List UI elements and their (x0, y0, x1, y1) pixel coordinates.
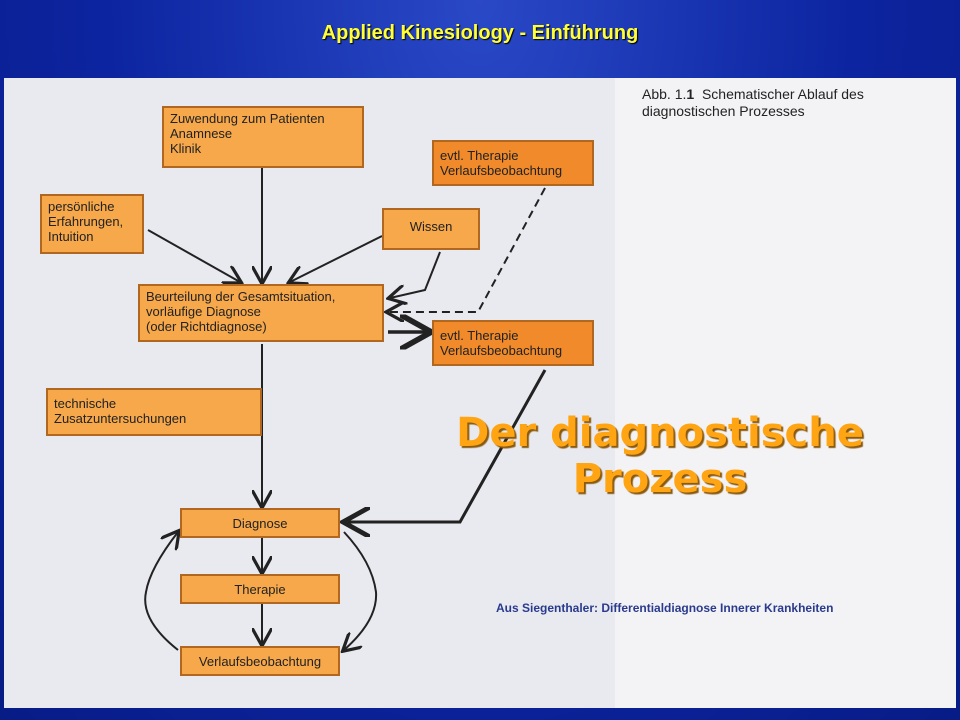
caption-number: 1 (686, 86, 695, 102)
overlay-title: Der diagnostische Prozess (456, 410, 864, 502)
loop-left (144, 532, 178, 651)
figure-caption: Abb. 1.1 Schematischer Ablauf des diagno… (642, 86, 864, 120)
box-technische: technische Zusatzuntersuchungen (46, 388, 262, 436)
arrow-wissen-beurteilung-side (390, 251, 441, 298)
box-zuwendung: Zuwendung zum Patienten Anamnese Klinik (162, 106, 364, 168)
box-wissen: Wissen (382, 208, 480, 250)
arrow-therapie-mid-diagnose (346, 369, 547, 522)
caption-label: Abb. 1. (642, 86, 687, 102)
box-therapie: Therapie (180, 574, 340, 604)
arrow-wissen-beurteilung (290, 235, 383, 282)
loop-right (344, 531, 378, 650)
box-erfahrungen: persönliche Erfahrungen, Intuition (40, 194, 144, 254)
box-therapie-mid: evtl. Therapie Verlaufsbeobachtung (432, 320, 594, 366)
box-diagnose: Diagnose (180, 508, 340, 538)
slide-title: Applied Kinesiology - Einführung (321, 22, 639, 44)
arrow-erfahrungen-beurteilung (147, 229, 240, 282)
box-verlauf: Verlaufsbeobachtung (180, 646, 340, 676)
caption-text: Schematischer Ablauf des diagnostischen … (642, 86, 864, 119)
box-beurteilung: Beurteilung der Gesamtsituation, vorläuf… (138, 284, 384, 342)
box-therapie-top: evtl. Therapie Verlaufsbeobachtung (432, 140, 594, 186)
source-citation: Aus Siegenthaler: Differentialdiagnose I… (496, 601, 834, 615)
arrow-therapie-top-dashed (388, 187, 546, 312)
